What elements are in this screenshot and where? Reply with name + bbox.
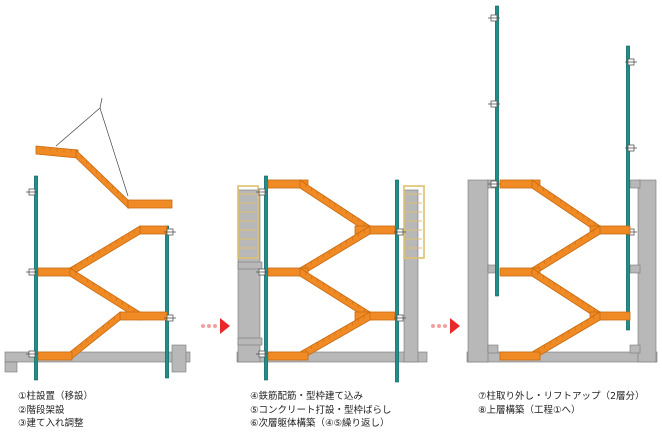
- column-left: [34, 175, 38, 381]
- hoisted-flight-treads: [80, 155, 124, 199]
- wall-left: [467, 179, 489, 363]
- step-6: ⑥次層躯体構築（④⑤繰り返し）: [250, 418, 390, 429]
- flight-a: [69, 225, 141, 277]
- progress-arrow-2: [431, 318, 460, 334]
- ground-slab: [4, 351, 191, 363]
- flight-b-treads: [305, 229, 365, 269]
- flight-d-treads: [537, 315, 595, 352]
- right-arrow-icon: [220, 318, 230, 334]
- ground-slab: [236, 351, 428, 363]
- landing-r1: [354, 225, 396, 235]
- flight-c-treads: [537, 271, 595, 312]
- footing-right: [171, 344, 187, 373]
- flight-a-treads: [305, 183, 365, 226]
- step-7: ⑦柱取り外し・リフトアップ（2層分）: [478, 391, 645, 402]
- landing-r1: [589, 225, 631, 235]
- floor-slab-2: [237, 337, 263, 346]
- caption-stage-1: ①柱設置（移設） ②階段架設 ③建て入れ調整: [18, 390, 93, 431]
- right-arrow-icon: [450, 318, 460, 334]
- arrow-dot-2: [437, 324, 441, 328]
- arrow-dot-3: [213, 324, 217, 328]
- landing-top: [267, 179, 309, 189]
- landing-l2: [37, 267, 73, 277]
- hoisted-landing: [35, 145, 79, 159]
- floor-slab-1: [237, 261, 263, 270]
- step-1: ①柱設置（移設）: [18, 391, 94, 402]
- flight-a-treads: [75, 229, 135, 269]
- column-right: [165, 225, 169, 379]
- flight-b: [531, 225, 601, 277]
- progress-arrow-1: [201, 318, 230, 334]
- slab-right-1: [629, 179, 641, 189]
- step-5: ⑤コンクリート打設・型枠ばらし: [250, 404, 392, 416]
- step-4: ④鉄筋配筋・型枠建て込み: [250, 391, 364, 402]
- footing-left: [4, 361, 18, 373]
- crane-rope-icon: [55, 97, 129, 197]
- landing-r2: [589, 311, 631, 321]
- landing-l2: [499, 267, 541, 277]
- landing-top: [499, 179, 541, 189]
- caption-stage-3: ⑦柱取り外し・リフトアップ（2層分） ⑧上層構築（工程①へ）: [478, 390, 645, 417]
- flight-b-treads: [537, 229, 595, 268]
- panel-stage-1: [4, 97, 191, 381]
- landing-top: [139, 225, 168, 235]
- slab-right-3: [629, 344, 641, 354]
- hoisted-lower: [127, 199, 173, 209]
- landing-bottom: [37, 351, 73, 361]
- arrow-dot-1: [201, 324, 205, 328]
- landing-bottom: [267, 351, 309, 361]
- landing-bottom: [499, 351, 541, 361]
- landing-r2: [119, 311, 168, 321]
- panel-stage-2: [236, 175, 428, 383]
- wall-right: [403, 189, 419, 363]
- ground-slab: [466, 351, 658, 363]
- formwork-1: [237, 185, 259, 259]
- wall-right: [637, 179, 657, 363]
- flight-c-treads: [75, 316, 115, 352]
- panel-stage-3: [466, 5, 658, 363]
- hoisted-landing-treads: [42, 146, 72, 153]
- formwork-2: [403, 185, 425, 259]
- flight-d-treads: [305, 315, 365, 353]
- flight-c-treads: [305, 271, 365, 312]
- step-3: ③建て入れ調整: [18, 418, 84, 429]
- flight-b-treads: [75, 271, 135, 312]
- arrow-dot-3: [443, 324, 447, 328]
- wall-left: [237, 189, 261, 363]
- arrow-dot-2: [207, 324, 211, 328]
- slab-left-3: [487, 344, 499, 354]
- slab-right-2: [629, 264, 641, 274]
- caption-stage-2: ④鉄筋配筋・型枠建て込み ⑤コンクリート打設・型枠ばらし ⑥次層躯体構築（④⑤繰…: [250, 390, 392, 431]
- column-left-lifted: [495, 5, 499, 297]
- flight-b: [299, 225, 371, 277]
- arrow-dot-1: [431, 324, 435, 328]
- flight-a-treads: [537, 183, 595, 226]
- column-right: [395, 179, 399, 383]
- landing-r2: [354, 311, 396, 321]
- column-left: [264, 175, 268, 381]
- column-right-lifted: [626, 45, 630, 331]
- step-2: ②階段架設: [18, 404, 65, 416]
- hoisted-flight: [75, 149, 129, 209]
- step-8: ⑧上層構築（工程①へ）: [478, 404, 581, 416]
